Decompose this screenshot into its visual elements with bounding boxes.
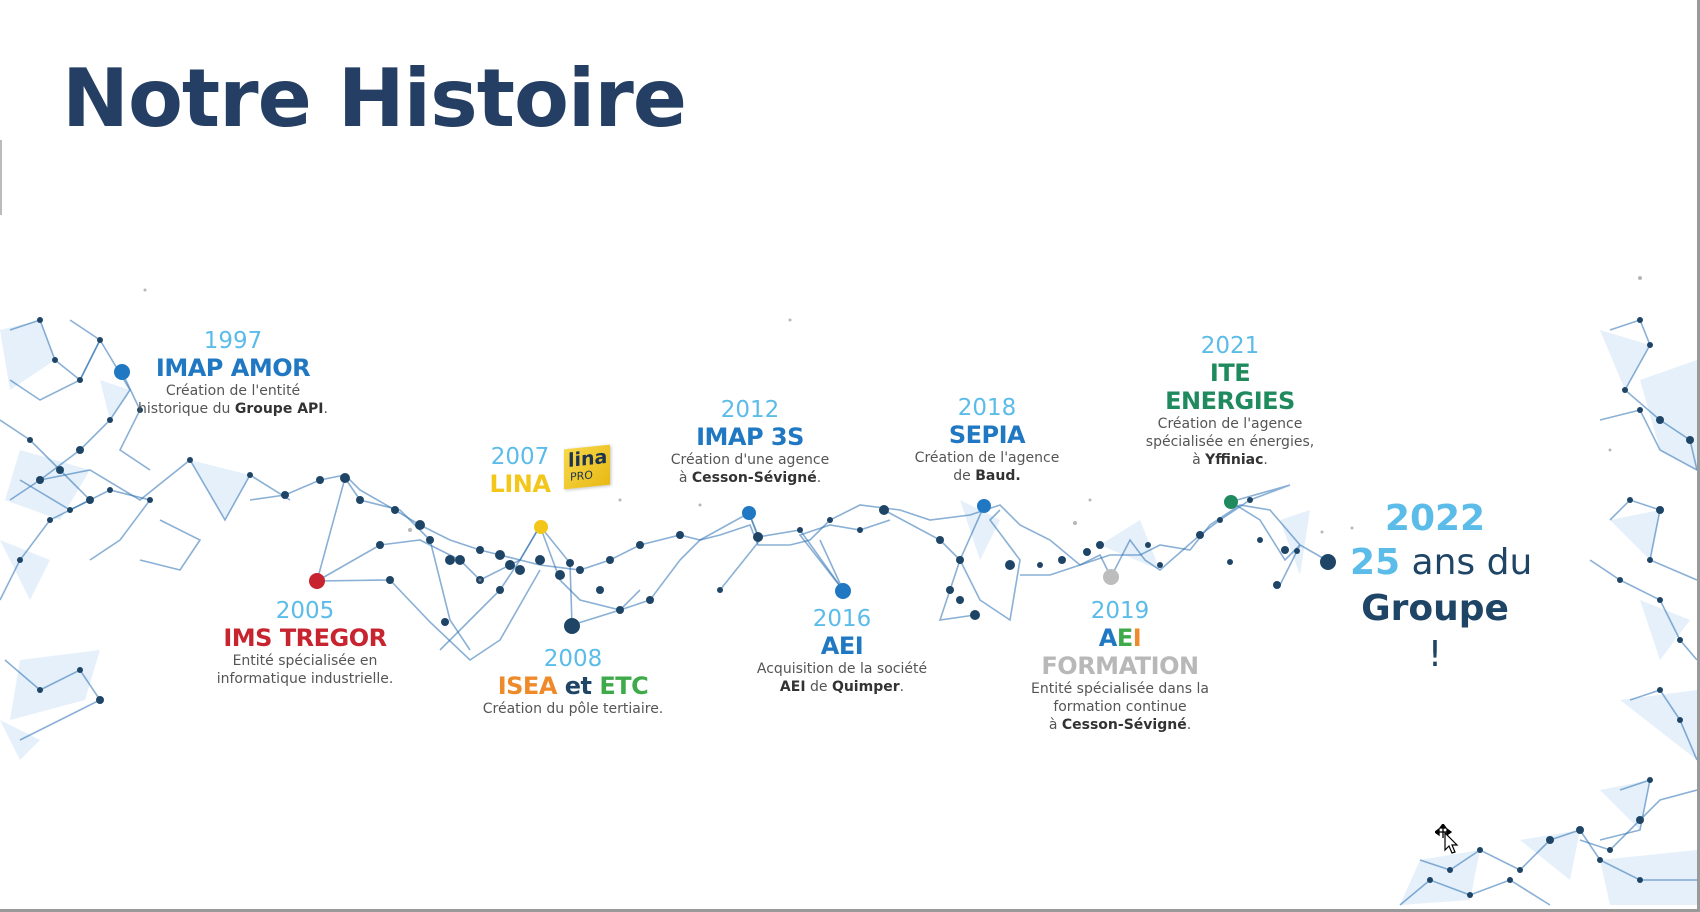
dot-2019 xyxy=(1103,569,1119,585)
anniversary-line-2: Groupe ! xyxy=(1361,588,1509,675)
event-year: 2016 xyxy=(812,606,872,632)
event-name: ITE xyxy=(1209,359,1251,387)
event-year: 2012 xyxy=(720,397,780,423)
timeline-event-2019: 2019 AEI FORMATION Entité spécialisée da… xyxy=(1010,598,1230,734)
event-year: 2022 xyxy=(1384,498,1486,539)
event-year: 2008 xyxy=(543,646,603,672)
slide-edge-divider xyxy=(0,140,2,215)
page-title: Notre Histoire xyxy=(62,52,687,145)
event-name: ISEA et ETC xyxy=(497,672,649,700)
event-name: IMS TREGOR xyxy=(223,624,387,652)
timeline-event-2022: 2022 25 ans du Groupe ! xyxy=(1350,498,1533,678)
move-cursor-icon xyxy=(1435,824,1459,854)
dot-1997 xyxy=(114,364,130,380)
timeline-event-2007: 2007 LINA xyxy=(480,444,560,498)
dot-2021 xyxy=(1224,495,1238,509)
dot-2007 xyxy=(534,520,548,534)
event-name: AEI xyxy=(1098,624,1142,652)
lina-pro-logo: lina PRO xyxy=(564,444,610,490)
event-year: 2007 xyxy=(490,444,550,470)
event-year: 2005 xyxy=(275,598,335,624)
event-name: AEI xyxy=(820,632,864,660)
event-year: 2018 xyxy=(957,395,1017,421)
event-name: LINA xyxy=(489,470,551,498)
event-name: IMAP 3S xyxy=(696,423,804,451)
anniversary-line: 25 ans du xyxy=(1350,542,1533,583)
dot-2008 xyxy=(564,618,580,634)
event-name: SEPIA xyxy=(948,421,1026,449)
dot-2018 xyxy=(977,499,991,513)
event-name-line2: ENERGIES xyxy=(1165,387,1295,415)
dot-2022 xyxy=(1320,554,1336,570)
dot-2012 xyxy=(742,506,756,520)
event-name-line2: FORMATION xyxy=(1041,652,1199,680)
event-year: 1997 xyxy=(203,328,263,354)
dot-2016 xyxy=(835,583,851,599)
timeline-event-2008: 2008 ISEA et ETC Création du pôle tertia… xyxy=(468,646,678,718)
dot-2005 xyxy=(309,573,325,589)
event-description: Création du pôle tertiaire. xyxy=(482,701,664,717)
event-year: 2019 xyxy=(1090,598,1150,624)
event-year: 2021 xyxy=(1200,333,1260,359)
event-name: IMAP AMOR xyxy=(155,354,311,382)
